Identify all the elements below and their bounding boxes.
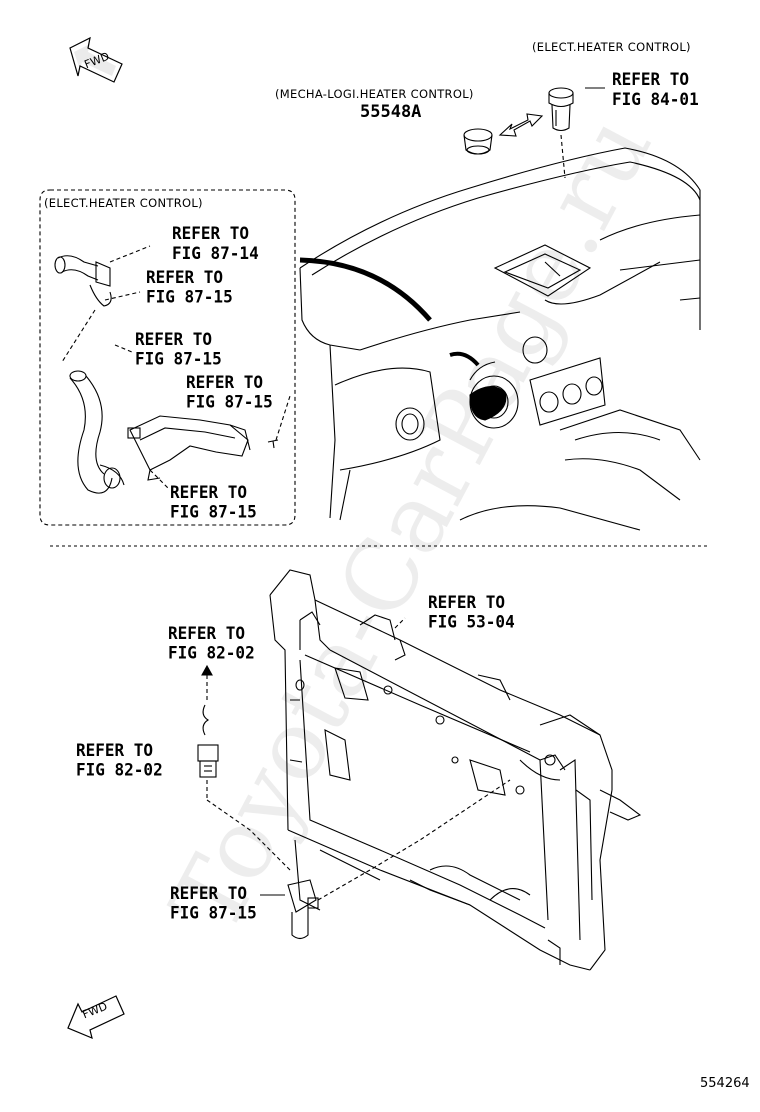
leader-line — [275, 395, 291, 441]
bumper-55548a-icon — [463, 128, 493, 155]
part-number-55548a[interactable]: 55548A — [360, 102, 422, 122]
leader-line — [206, 799, 291, 871]
leader-line — [394, 617, 406, 629]
leader-line — [149, 469, 169, 489]
callout-curve — [299, 257, 432, 322]
leader-line — [114, 344, 133, 353]
duct-fitting-icon — [127, 415, 251, 481]
diagram-number: 554264 — [700, 1076, 750, 1091]
fwd-arrow-top-icon — [69, 36, 123, 83]
duct-highlight — [449, 351, 480, 367]
double-arrow-icon — [498, 113, 544, 137]
refer-fig-53-04[interactable]: REFER TO FIG 53-04 — [428, 592, 515, 632]
refer-fig-87-15-d[interactable]: REFER TO FIG 87-15 — [170, 482, 257, 522]
refer-fig-87-14[interactable]: REFER TO FIG 87-14 — [172, 223, 259, 263]
refer-fig-87-15-b[interactable]: REFER TO FIG 87-15 — [135, 329, 222, 369]
radiator-support-illustration — [269, 569, 642, 971]
switch-84-01-icon — [548, 87, 574, 132]
inset-frame — [39, 189, 296, 526]
leader-line — [560, 134, 566, 179]
refer-fig-87-15-c[interactable]: REFER TO FIG 87-15 — [186, 372, 273, 412]
screw-icon — [267, 439, 279, 449]
sensor-87-15-icon — [287, 879, 319, 940]
leader-line — [61, 309, 96, 363]
mecha-logi-label: (MECHA-LOGI.HEATER CONTROL) — [275, 87, 474, 101]
refer-fig-82-02-b[interactable]: REFER TO FIG 82-02 — [76, 740, 163, 780]
dashboard-illustration — [299, 147, 701, 531]
refer-fig-84-01[interactable]: REFER TO FIG 84-01 — [612, 69, 699, 109]
inset-title: (ELECT.HEATER CONTROL) — [44, 196, 203, 210]
hose-upper-icon — [54, 255, 112, 307]
connector-82-02-icon — [197, 704, 219, 778]
refer-fig-87-15-a[interactable]: REFER TO FIG 87-15 — [146, 267, 233, 307]
leader-line — [109, 245, 151, 263]
arrow-up-icon — [201, 664, 213, 676]
refer-fig-82-02-a[interactable]: REFER TO FIG 82-02 — [168, 623, 255, 663]
elect-heater-control-label: (ELECT.HEATER CONTROL) — [532, 40, 691, 54]
leader-line — [104, 291, 141, 301]
refer-fig-87-15-bottom[interactable]: REFER TO FIG 87-15 — [170, 883, 257, 923]
hose-lower-icon — [69, 370, 125, 494]
duct-part — [469, 386, 507, 421]
fwd-arrow-bottom-icon — [67, 995, 125, 1040]
